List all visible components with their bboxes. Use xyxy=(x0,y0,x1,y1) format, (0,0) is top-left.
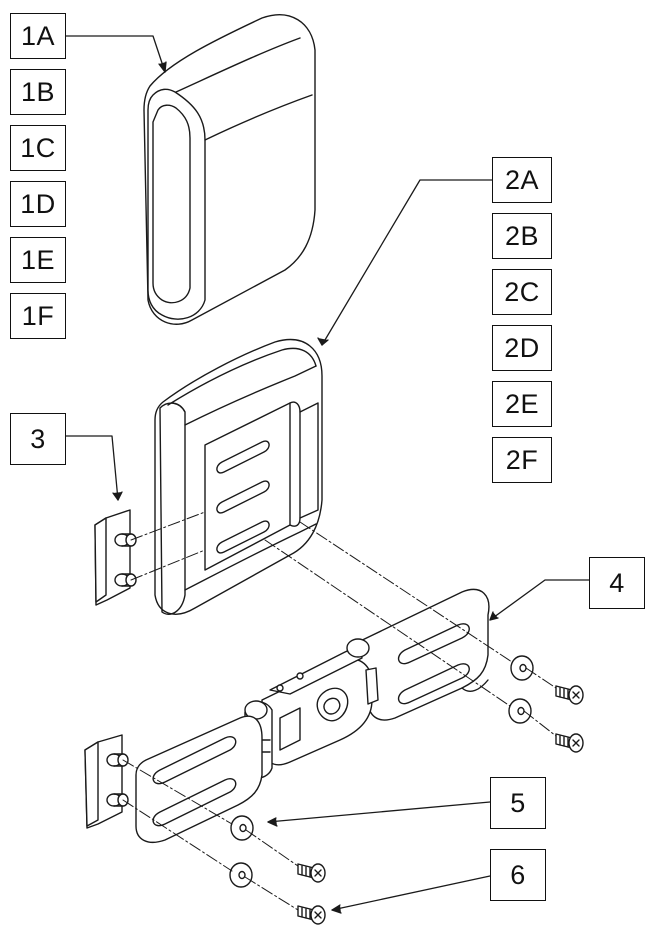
callout-1a: 1A xyxy=(10,13,66,59)
callout-1b: 1B xyxy=(10,69,66,115)
leader-lines xyxy=(65,35,590,914)
screws-6 xyxy=(297,685,584,925)
callout-1c: 1C xyxy=(10,125,66,171)
callout-1e: 1E xyxy=(10,237,66,283)
callout-1f: 1F xyxy=(10,293,66,339)
assembly-lines xyxy=(122,511,557,911)
mounting-plate-3-lower xyxy=(84,734,129,829)
hinge-bracket-4 xyxy=(135,588,490,844)
callout-2c: 2C xyxy=(492,269,552,315)
callout-2f: 2F xyxy=(492,437,552,483)
pad-2 xyxy=(154,338,323,615)
callout-6: 6 xyxy=(490,849,546,901)
callout-5: 5 xyxy=(490,777,546,829)
callout-2d: 2D xyxy=(492,325,552,371)
callout-1d: 1D xyxy=(10,181,66,227)
washers-5 xyxy=(229,655,534,888)
callout-2e: 2E xyxy=(492,381,552,427)
callout-3: 3 xyxy=(10,413,66,465)
pad-1 xyxy=(143,14,316,325)
callout-2a: 2A xyxy=(492,157,552,203)
mounting-plate-3 xyxy=(94,509,137,606)
callout-4: 4 xyxy=(589,557,645,609)
callout-2b: 2B xyxy=(492,213,552,259)
